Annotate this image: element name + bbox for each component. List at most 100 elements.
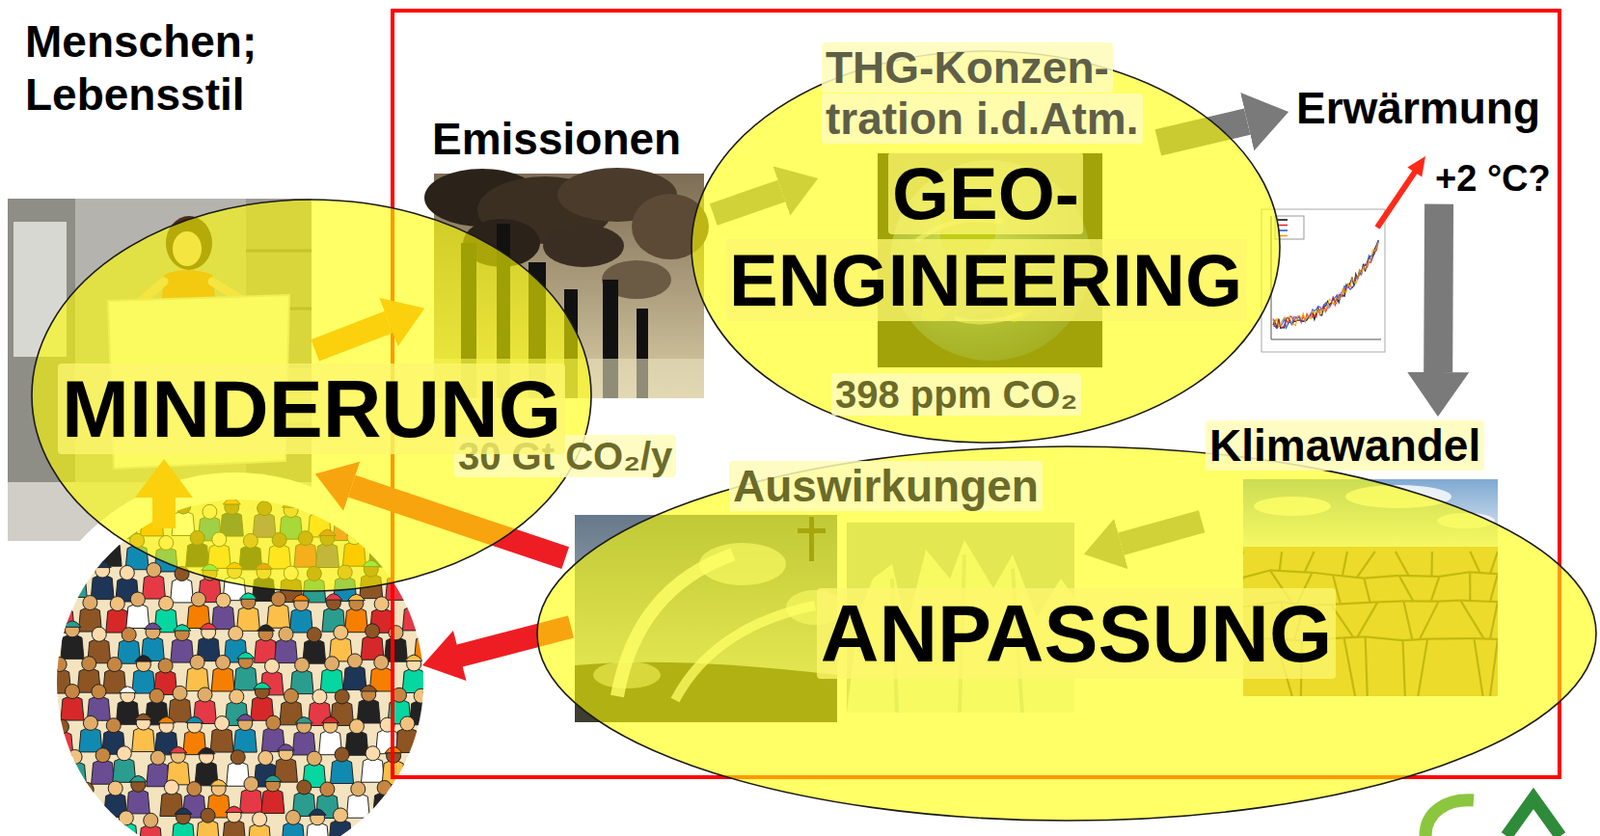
crowd-figure <box>170 638 194 663</box>
crowd-figure <box>64 684 80 700</box>
crowd-figure <box>60 696 84 721</box>
crowd-figure <box>32 698 56 723</box>
crowd-figure <box>48 546 72 571</box>
crowd-figure <box>369 654 393 692</box>
crowd-figure <box>60 825 84 836</box>
crowd-figure <box>247 812 272 836</box>
crowd-figure <box>230 750 245 765</box>
crowd-figure <box>417 622 435 629</box>
crowd-figure <box>216 593 231 608</box>
crowd-figure <box>149 688 164 704</box>
crowd-figure <box>79 715 103 753</box>
crowd-figure <box>210 728 234 753</box>
crowd-figure <box>169 746 188 754</box>
crowd-figure <box>93 561 111 569</box>
crowd-figure <box>320 656 344 694</box>
crowd-figure <box>356 684 380 724</box>
crowd-figure <box>74 545 98 570</box>
crowd-figure <box>91 759 115 785</box>
crowd-figure <box>346 782 370 819</box>
crowd-figure <box>106 596 130 634</box>
crowd-figure <box>91 684 107 700</box>
stage-node: Erwärmung+2 °C? <box>1292 82 1582 201</box>
crowd-figure <box>383 625 407 663</box>
crowd-figure <box>212 605 236 630</box>
crowd-figure <box>267 603 291 628</box>
temperature-graph <box>1261 209 1385 353</box>
crowd-figure <box>37 563 55 570</box>
crowd-figure <box>119 565 135 580</box>
crowd-figure <box>90 575 114 600</box>
crowd-figure <box>239 593 257 600</box>
temperature-graph <box>1277 218 1288 221</box>
crowd-figure <box>60 514 84 539</box>
crowd-figure <box>82 596 98 611</box>
crowd-figure <box>130 592 145 607</box>
crowd-figure <box>405 654 423 662</box>
crowd-figure <box>200 808 216 823</box>
crowd-figure <box>121 627 136 643</box>
crowd-figure <box>210 779 228 787</box>
crowd-figure <box>48 793 72 818</box>
crowd-figure <box>402 654 426 694</box>
crowd-figure <box>257 624 275 632</box>
crowd-figure <box>346 793 370 818</box>
text-row: ANPASSUNG <box>816 593 1337 675</box>
crowd-figure <box>34 577 58 602</box>
crowd-figure <box>197 747 216 755</box>
crowd-figure <box>65 813 81 828</box>
crowd-figure <box>373 780 397 817</box>
crowd-figure <box>187 782 202 797</box>
crowd-figure <box>126 592 150 629</box>
crowd-figure <box>365 623 380 639</box>
crowd-figure <box>79 533 94 548</box>
crowd-figure <box>30 499 55 537</box>
temperature-graph <box>1271 216 1382 340</box>
flow-arrow <box>1423 204 1454 373</box>
crowd-figure <box>60 621 84 660</box>
crowd-figure <box>50 732 74 757</box>
crowd-figure <box>118 811 134 826</box>
crowd-figure <box>320 782 335 797</box>
crowd-figure <box>171 808 195 836</box>
crowd-figure <box>126 789 150 814</box>
crowd-figure <box>266 715 281 731</box>
crowd-figure <box>365 746 380 761</box>
crowd-figure <box>233 714 257 754</box>
crowd-figure <box>63 761 87 787</box>
crowd-figure <box>41 750 56 765</box>
crowd-figure <box>233 728 257 753</box>
crowd-figure <box>283 688 299 704</box>
crowd-figure <box>402 592 426 631</box>
crowd-figure <box>349 719 364 734</box>
crowd-figure <box>261 775 285 814</box>
crowd-figure <box>109 596 125 612</box>
crowd-figure <box>150 750 165 765</box>
crowd-figure <box>112 746 136 784</box>
crowd-figure <box>276 744 295 752</box>
value-label: 398 ppm CO₂ <box>831 373 1082 416</box>
text-row: Erwärmung <box>1292 82 1582 135</box>
crowd-figure <box>168 698 192 723</box>
crowd-figure <box>90 561 114 600</box>
crowd-figure <box>146 750 170 787</box>
crowd-figure <box>129 775 147 783</box>
crowd-figure <box>252 812 268 827</box>
crowd-figure <box>419 746 434 761</box>
crowd-figure <box>343 665 367 690</box>
crowd-figure <box>48 534 72 571</box>
crowd-figure <box>158 658 173 674</box>
crowd-figure <box>258 750 273 765</box>
crowd-figure <box>116 746 132 761</box>
crowd-figure <box>60 634 84 659</box>
strategy-ellipse: ANPASSUNG <box>536 445 1598 822</box>
crowd-figure <box>254 624 278 664</box>
crowd-figure <box>373 792 397 817</box>
crowd-figure <box>236 606 260 631</box>
crowd-figure <box>60 813 84 836</box>
crowd-figure <box>211 667 235 692</box>
crowd-figure <box>360 623 384 661</box>
crowd-figure <box>126 775 150 814</box>
crowd-figure <box>361 758 385 783</box>
